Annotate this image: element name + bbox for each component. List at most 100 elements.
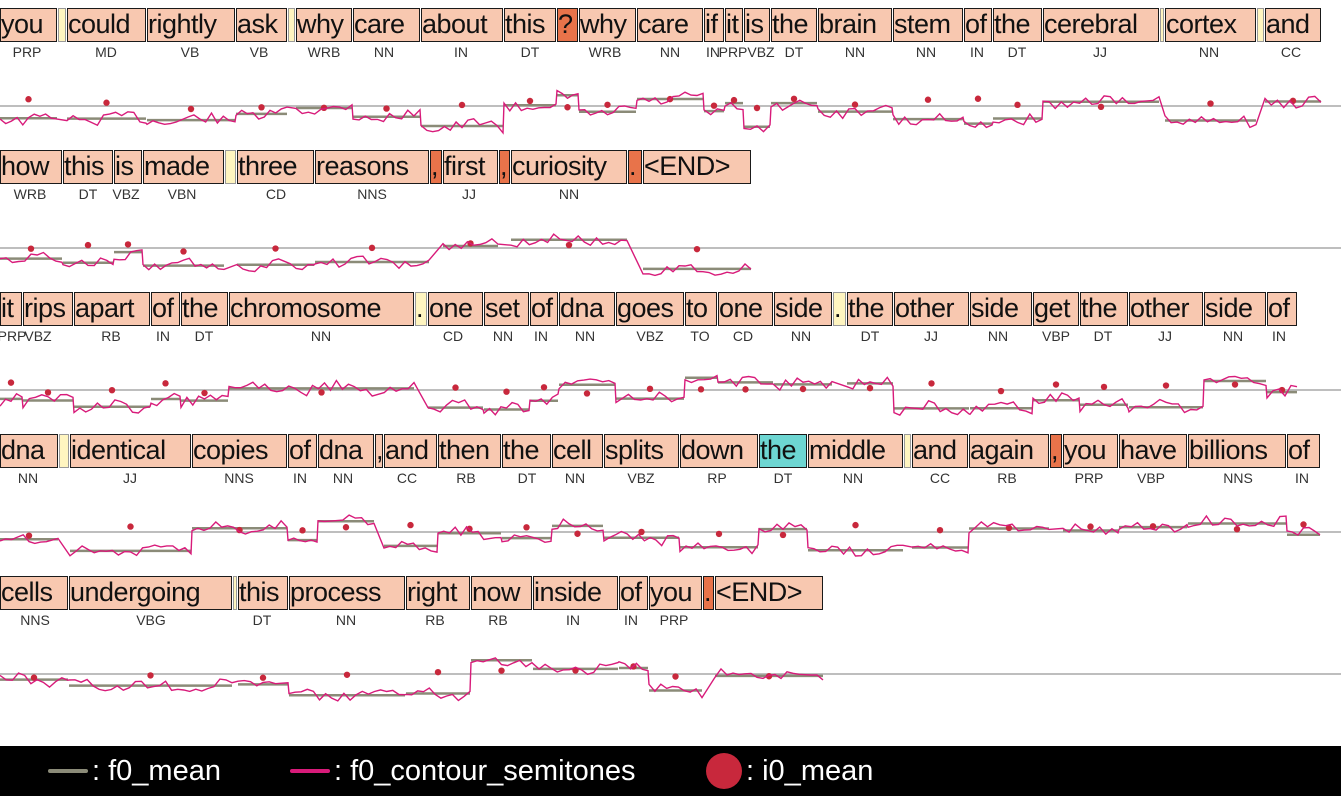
word-token[interactable]: dna bbox=[318, 434, 374, 468]
word-token[interactable]: cell bbox=[552, 434, 603, 468]
word-token[interactable]: set bbox=[484, 292, 529, 326]
word-token[interactable]: the bbox=[181, 292, 228, 326]
word-token[interactable]: to bbox=[685, 292, 717, 326]
word-token[interactable]: <END> bbox=[643, 150, 751, 184]
word-token[interactable]: cerebral bbox=[1043, 8, 1159, 42]
word-token[interactable]: side bbox=[970, 292, 1032, 326]
word-token[interactable]: of bbox=[964, 8, 992, 42]
i0-mean-dot bbox=[30, 674, 38, 681]
word-token[interactable]: curiosity bbox=[511, 150, 627, 184]
word-token[interactable]: rips bbox=[23, 292, 73, 326]
word-token[interactable]: other bbox=[894, 292, 969, 326]
word-token[interactable]: it bbox=[0, 292, 22, 326]
word-token[interactable]: have bbox=[1119, 434, 1187, 468]
word-token[interactable]: <END> bbox=[715, 576, 823, 610]
pause-token[interactable] bbox=[1160, 8, 1164, 42]
word-token[interactable]: this bbox=[63, 150, 113, 184]
word-token[interactable]: reasons bbox=[315, 150, 429, 184]
word-token[interactable]: then bbox=[438, 434, 501, 468]
word-token[interactable]: now bbox=[471, 576, 532, 610]
word-token[interactable]: why bbox=[296, 8, 352, 42]
word-token[interactable]: identical bbox=[70, 434, 191, 468]
word-token[interactable]: you bbox=[1063, 434, 1118, 468]
word-token[interactable]: made bbox=[143, 150, 224, 184]
pause-token[interactable] bbox=[233, 576, 237, 610]
word-token[interactable]: copies bbox=[192, 434, 287, 468]
word-token[interactable]: of bbox=[151, 292, 180, 326]
word-token[interactable]: and bbox=[1265, 8, 1321, 42]
pause-token[interactable] bbox=[288, 8, 295, 42]
punctuation-token[interactable]: . bbox=[703, 576, 714, 610]
word-token[interactable]: is bbox=[744, 8, 770, 42]
word-token[interactable]: it bbox=[725, 8, 743, 42]
pause-token[interactable] bbox=[59, 434, 69, 468]
word-token[interactable]: of bbox=[1267, 292, 1297, 326]
word-token[interactable]: middle bbox=[808, 434, 903, 468]
word-token[interactable]: how bbox=[0, 150, 62, 184]
highlighted-word-token[interactable]: the bbox=[759, 434, 807, 468]
word-token[interactable]: of bbox=[619, 576, 648, 610]
word-token[interactable]: undergoing bbox=[69, 576, 232, 610]
word-token[interactable]: apart bbox=[74, 292, 150, 326]
pause-token[interactable] bbox=[904, 434, 911, 468]
word-token[interactable]: of bbox=[288, 434, 317, 468]
word-token[interactable]: of bbox=[1287, 434, 1320, 468]
pause-token[interactable]: . bbox=[415, 292, 427, 326]
word-token[interactable]: process bbox=[289, 576, 405, 610]
word-token[interactable]: and bbox=[912, 434, 968, 468]
word-token[interactable]: cells bbox=[0, 576, 68, 610]
word-token[interactable]: of bbox=[530, 292, 558, 326]
word-token[interactable]: stem bbox=[893, 8, 963, 42]
word-token[interactable]: dna bbox=[559, 292, 615, 326]
punctuation-token[interactable]: , bbox=[1050, 434, 1062, 468]
word-token[interactable]: billions bbox=[1188, 434, 1286, 468]
word-token[interactable]: other bbox=[1129, 292, 1203, 326]
word-token[interactable]: right bbox=[406, 576, 470, 610]
word-token[interactable]: the bbox=[1080, 292, 1128, 326]
word-token[interactable]: the bbox=[847, 292, 893, 326]
word-token[interactable]: rightly bbox=[147, 8, 235, 42]
word-token[interactable]: one bbox=[428, 292, 483, 326]
pause-token[interactable] bbox=[1257, 8, 1264, 42]
punctuation-token[interactable]: , bbox=[430, 150, 442, 184]
word-token[interactable]: down bbox=[680, 434, 758, 468]
word-token[interactable]: is bbox=[114, 150, 142, 184]
punctuation-token[interactable]: , bbox=[499, 150, 510, 184]
word-token[interactable]: care bbox=[637, 8, 703, 42]
word-token[interactable]: you bbox=[0, 8, 57, 42]
word-token[interactable]: first bbox=[443, 150, 498, 184]
word-token[interactable]: , bbox=[375, 434, 383, 468]
word-token[interactable]: goes bbox=[616, 292, 684, 326]
word-token[interactable]: one bbox=[718, 292, 773, 326]
word-token[interactable]: could bbox=[67, 8, 146, 42]
punctuation-token[interactable]: . bbox=[628, 150, 642, 184]
pos-tag: RB bbox=[488, 612, 508, 628]
word-token[interactable]: about bbox=[421, 8, 503, 42]
word-token[interactable]: three bbox=[237, 150, 314, 184]
word-token[interactable]: why bbox=[579, 8, 636, 42]
word-token[interactable]: you bbox=[649, 576, 702, 610]
word-token[interactable]: again bbox=[969, 434, 1049, 468]
word-token[interactable]: splits bbox=[604, 434, 679, 468]
word-token[interactable]: this bbox=[238, 576, 288, 610]
word-token[interactable]: get bbox=[1033, 292, 1079, 326]
word-token[interactable]: brain bbox=[818, 8, 892, 42]
word-token[interactable]: care bbox=[353, 8, 420, 42]
word-token[interactable]: and bbox=[384, 434, 437, 468]
word-token[interactable]: cortex bbox=[1165, 8, 1256, 42]
word-token[interactable]: chromosome bbox=[229, 292, 414, 326]
word-token[interactable]: the bbox=[771, 8, 817, 42]
word-token[interactable]: dna bbox=[0, 434, 58, 468]
word-token[interactable]: the bbox=[502, 434, 551, 468]
pause-token[interactable]: . bbox=[833, 292, 846, 326]
word-token[interactable]: side bbox=[1204, 292, 1266, 326]
word-token[interactable]: inside bbox=[533, 576, 618, 610]
word-token[interactable]: this bbox=[504, 8, 556, 42]
pause-token[interactable] bbox=[58, 8, 66, 42]
word-token[interactable]: side bbox=[774, 292, 832, 326]
pause-token[interactable] bbox=[225, 150, 236, 184]
word-token[interactable]: the bbox=[993, 8, 1042, 42]
word-token[interactable]: if bbox=[704, 8, 724, 42]
word-token[interactable]: ask bbox=[236, 8, 287, 42]
punctuation-token[interactable]: ? bbox=[557, 8, 578, 42]
